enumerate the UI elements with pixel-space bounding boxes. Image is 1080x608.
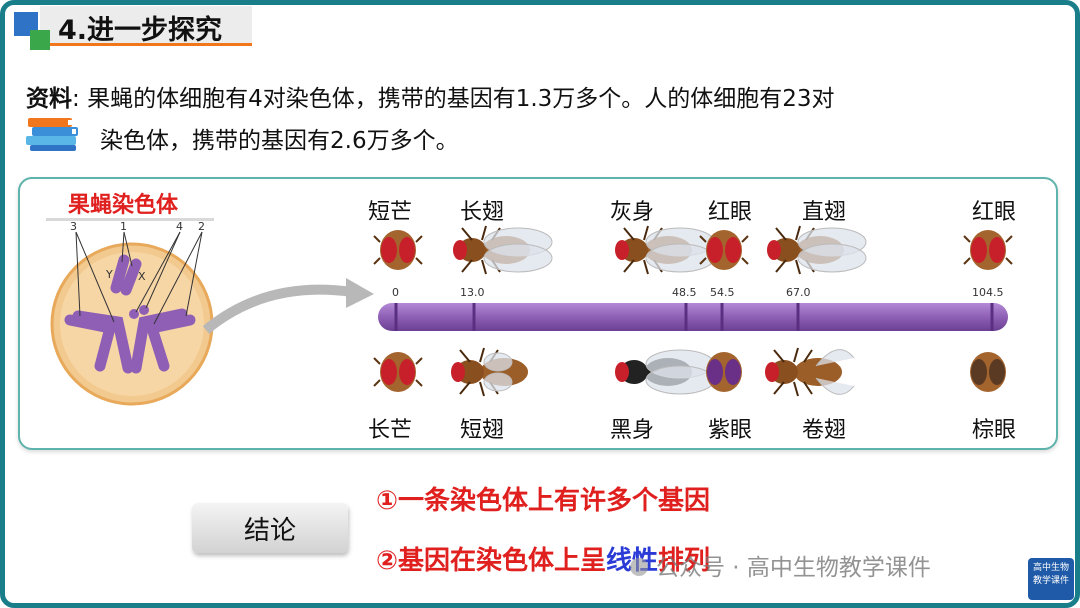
position-label: 0: [392, 286, 399, 299]
material-line1: 果蝇的体细胞有4对染色体，携带的基因有1.3万多个。人的体细胞有23对: [87, 86, 835, 112]
gene-label-bottom: 棕眼: [972, 418, 1017, 443]
gene-label-bottom: 卷翅: [802, 418, 847, 443]
gene-label-top: 直翅: [802, 200, 847, 225]
gene-label-top: 红眼: [972, 200, 1017, 225]
gene-label-top: 长翅: [460, 200, 505, 225]
watermark-icon: [630, 558, 648, 576]
conclusion-label: 结论: [192, 503, 348, 553]
position-label: 13.0: [460, 286, 485, 299]
watermark-logo-line1: 高中生物: [1032, 563, 1069, 573]
watermark-text: 公众号 · 高中生物教学课件: [656, 555, 931, 581]
position-label: 67.0: [786, 286, 811, 299]
gene-label-bottom: 长芒: [368, 418, 413, 443]
watermark-logo-line2: 教学课件: [1032, 576, 1069, 586]
conclusion-item-1: ①一条染色体上有许多个基因: [376, 486, 711, 516]
slide-title: 4.进一步探究: [58, 15, 223, 46]
marker-2: 2: [198, 220, 205, 233]
marker-4: 4: [176, 220, 183, 233]
books-icon: [26, 118, 78, 151]
cell-title: 果蝇染色体: [68, 193, 179, 218]
gene-label-top: 短芒: [368, 200, 413, 225]
watermark-logo: 高中生物 教学课件: [1028, 558, 1074, 600]
position-label: 54.5: [710, 286, 735, 299]
material-line2: 染色体，携带的基因有2.6万多个。: [100, 128, 459, 154]
gene-label-top: 灰身: [610, 200, 655, 225]
title-bar: [40, 6, 252, 46]
gene-label-bottom: 黑身: [610, 418, 655, 443]
title-decoration-green: [30, 30, 50, 50]
chromosome-bar: [378, 303, 1008, 331]
conclusion-item-2-pre: ②基因在染色体上呈: [376, 546, 607, 576]
arrow-icon: [202, 278, 374, 334]
gene-label-bottom: 紫眼: [708, 418, 753, 443]
marker-y: Y: [105, 268, 113, 281]
cell-title-underline: [46, 218, 214, 221]
position-label: 48.5: [672, 286, 697, 299]
marker-3: 3: [70, 220, 77, 233]
marker-1: 1: [120, 220, 127, 233]
gene-label-bottom: 短翅: [460, 418, 505, 443]
gene-label-top: 红眼: [708, 200, 753, 225]
material-label: 资料: [26, 86, 72, 112]
position-label: 104.5: [972, 286, 1004, 299]
material-colon: :: [72, 86, 88, 112]
material-text: 资料: 果蝇的体细胞有4对染色体，携带的基因有1.3万多个。人的体细胞有23对 …: [26, 78, 1066, 154]
marker-x: X: [138, 270, 146, 283]
conclusion-item-2-post: 排列: [658, 546, 711, 576]
